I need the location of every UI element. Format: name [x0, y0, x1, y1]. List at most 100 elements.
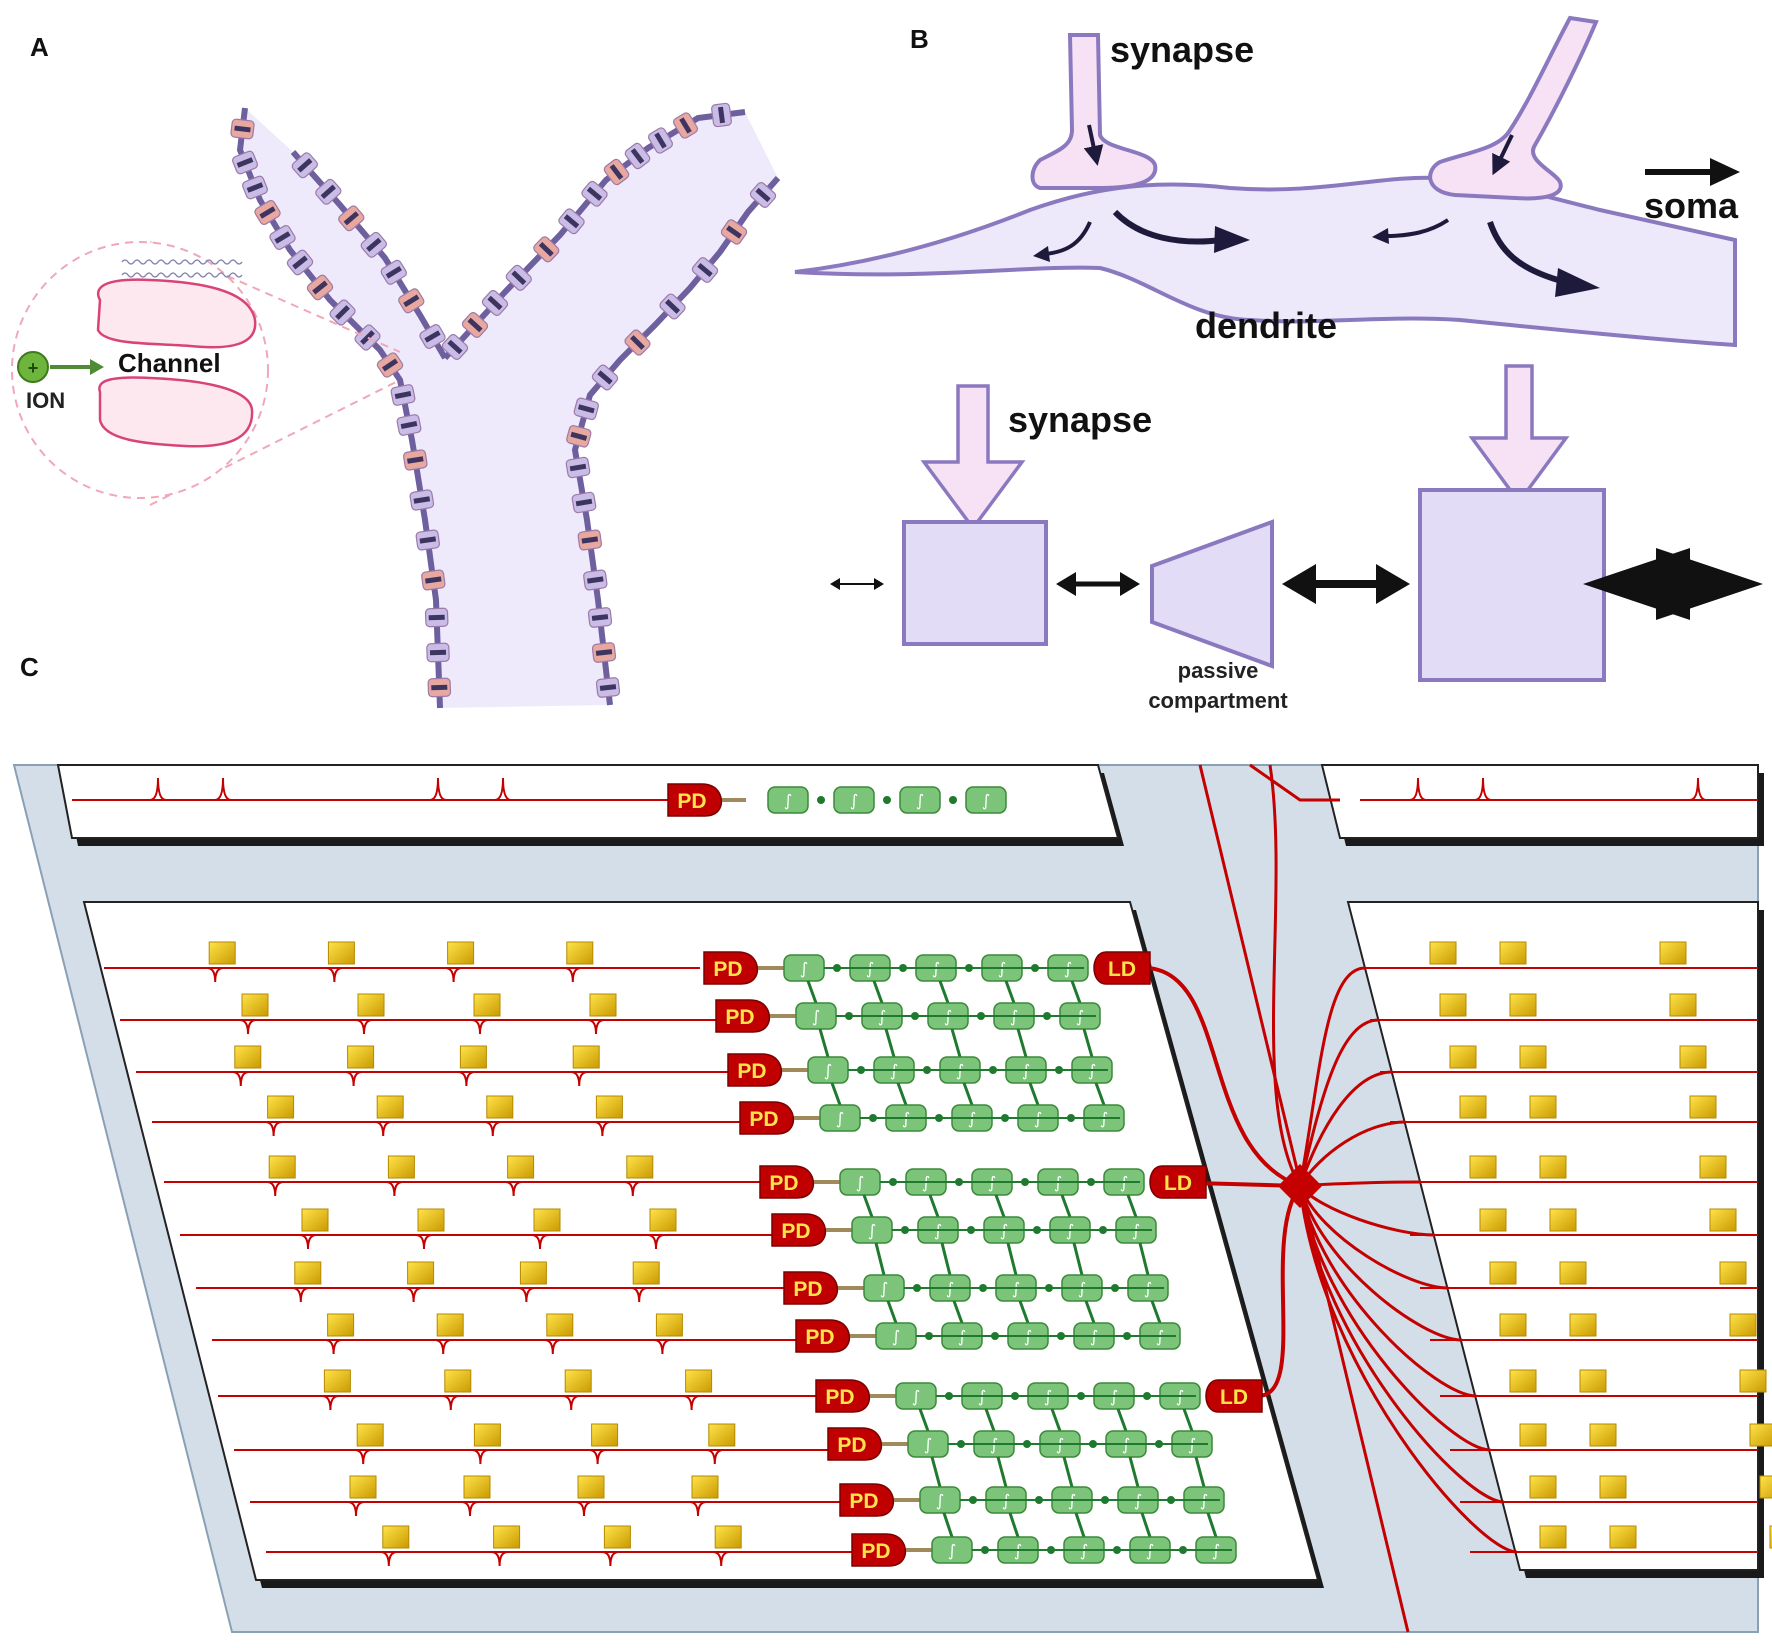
- channel-protein-top: [96, 278, 257, 349]
- ring-coupler: [713, 1551, 730, 1567]
- mesh-link: [1016, 1028, 1028, 1058]
- integrator-unit: ∫: [899, 786, 941, 814]
- modulator-block: [1459, 1095, 1487, 1119]
- fanout-waveguide: [1298, 1185, 1491, 1452]
- ring-coupler: [207, 967, 224, 983]
- ion-channel: [624, 329, 651, 356]
- integrator-symbol: ∫: [868, 1221, 876, 1240]
- modulator-block: [1689, 1095, 1717, 1119]
- passive-label-line1: passive: [1178, 658, 1259, 683]
- modulator-block: [708, 1423, 736, 1447]
- modulator-block: [564, 1369, 592, 1393]
- ring-coupler: [472, 1449, 489, 1465]
- integrator-unit: ∫: [907, 1430, 949, 1458]
- ion-channel: [230, 118, 255, 140]
- integrator-unit: ∫: [833, 786, 875, 814]
- modulator-block: [1589, 1423, 1617, 1447]
- modulator-block: [595, 1095, 623, 1119]
- panel-b-letter: B: [910, 24, 929, 54]
- coupling-arrow-large: [1282, 564, 1410, 604]
- fanout-waveguide: [1298, 1185, 1505, 1504]
- ion-channel: [587, 607, 613, 628]
- mesh-link: [1194, 1456, 1206, 1488]
- mesh-link: [862, 1194, 874, 1218]
- integrator-unit: ∫: [783, 954, 825, 982]
- mesh-link: [1008, 1512, 1020, 1538]
- ring-coupler: [380, 1551, 397, 1567]
- photodetector: PD: [727, 1053, 783, 1087]
- integrator-unit: ∫: [895, 1382, 937, 1410]
- laser-diode-label: LD: [1220, 1386, 1248, 1409]
- modulator-block: [546, 1313, 574, 1337]
- passive-label-line2: compartment: [1148, 688, 1288, 713]
- ion-channel: [338, 205, 365, 232]
- ring-coupler: [544, 1339, 561, 1355]
- ion-channel: [583, 569, 608, 591]
- fanout-waveguide: [1298, 1018, 1379, 1187]
- photodetector-label: PD: [749, 1108, 778, 1131]
- photodetector-label: PD: [677, 790, 706, 813]
- modulator-block: [208, 941, 236, 965]
- ring-coupler: [531, 1234, 549, 1250]
- mesh-link: [928, 1194, 940, 1218]
- mesh-link: [1074, 1512, 1086, 1538]
- ion-channel: [720, 219, 748, 245]
- ion-channel: [711, 102, 732, 128]
- modulator-block: [1699, 1155, 1727, 1179]
- ion-channel: [481, 289, 509, 317]
- ring-coupler: [429, 777, 447, 801]
- modulator-block: [376, 1095, 404, 1119]
- modulator-block: [507, 1155, 535, 1179]
- ion-particle: [17, 351, 49, 383]
- fanout-waveguide: [1298, 1185, 1435, 1237]
- integrator-symbol: ∫: [948, 1541, 956, 1560]
- ion-label: ION: [26, 388, 65, 413]
- ring-coupler: [1474, 777, 1492, 801]
- mesh-link: [1028, 1082, 1040, 1106]
- modulator-block: [436, 1313, 464, 1337]
- ring-coupler: [239, 1019, 257, 1035]
- modulator-block: [577, 1475, 605, 1499]
- modulator-block: [347, 1045, 375, 1069]
- ring-coupler: [602, 1551, 619, 1567]
- fanout-waveguide: [1298, 1185, 1477, 1398]
- interconnect-node: [883, 796, 891, 804]
- mesh-link: [1116, 1408, 1128, 1432]
- mesh-link: [1060, 1194, 1072, 1218]
- ion-channel: [242, 175, 268, 200]
- photodetector: PD: [851, 1533, 907, 1567]
- synaptic-input-arrow-right: [1468, 364, 1570, 505]
- modulator-block: [327, 941, 355, 965]
- modulator-block: [473, 993, 501, 1017]
- ion-channel: [329, 299, 356, 326]
- modulator-block: [1489, 1261, 1517, 1285]
- integrator-unit: ∫: [807, 1056, 849, 1084]
- fanout-waveguide: [1298, 1120, 1406, 1187]
- photodetector: PD: [795, 1319, 851, 1353]
- integrator-unit: ∫: [931, 1536, 973, 1564]
- ion-channel: [376, 352, 404, 378]
- ion-channel: [390, 384, 416, 406]
- ring-coupler: [292, 1287, 309, 1303]
- ring-coupler: [647, 1234, 665, 1250]
- photodetector-label: PD: [793, 1278, 822, 1301]
- modulator-block: [626, 1155, 654, 1179]
- modulator-block: [519, 1261, 547, 1285]
- ring-coupler: [1689, 777, 1707, 801]
- ion-channel: [565, 456, 591, 479]
- ring-coupler: [442, 1395, 459, 1411]
- ion-channel: [291, 152, 318, 179]
- modulator-block: [407, 1261, 435, 1285]
- ring-coupler: [265, 1121, 282, 1137]
- modulator-block: [1539, 1525, 1567, 1549]
- photodetector: PD: [827, 1427, 883, 1461]
- photodetector-label: PD: [769, 1172, 798, 1195]
- lipid-row: [121, 259, 243, 265]
- ring-coupler: [587, 1019, 605, 1035]
- fanout-waveguide: [1268, 764, 1302, 1187]
- ring-coupler: [267, 1181, 284, 1197]
- modulator-block: [382, 1525, 410, 1549]
- modulator-block: [603, 1525, 631, 1549]
- modulator-block: [1749, 1423, 1772, 1447]
